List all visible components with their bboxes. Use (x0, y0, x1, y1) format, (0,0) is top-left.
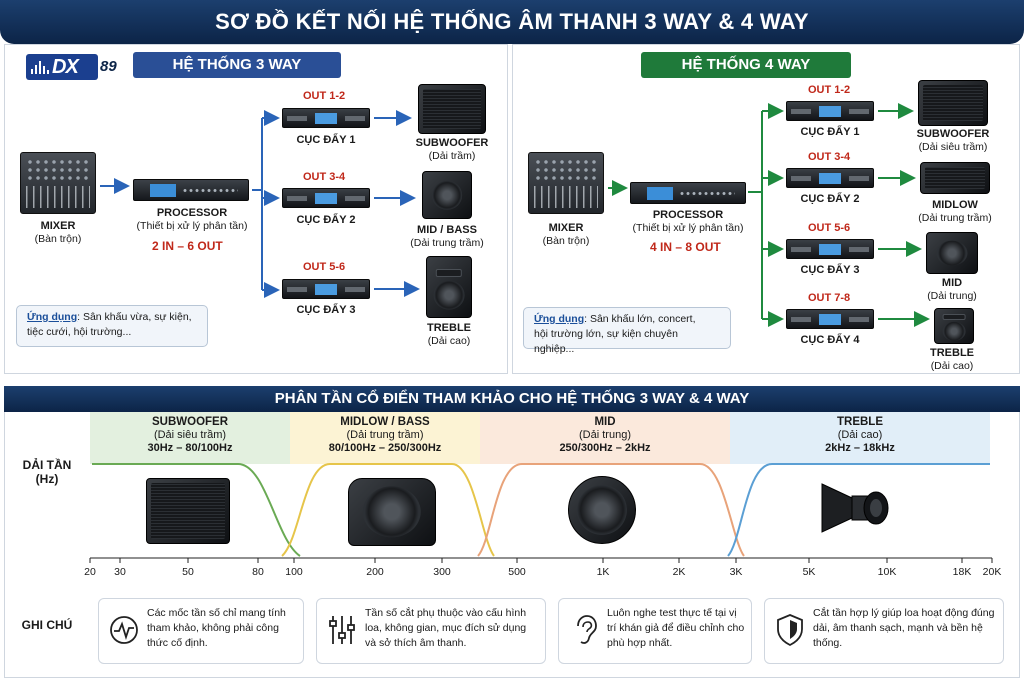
processor-4way (630, 182, 746, 204)
amp-3way-1 (282, 108, 370, 128)
band-treble: TREBLE(Dải cao)2kHz – 18kHz (730, 412, 990, 464)
band-subwoofer: SUBWOOFER(Dải siêu trầm)30Hz – 80/100Hz (90, 412, 290, 464)
speaker-3way-treble-label: TREBLE(Dải cao) (427, 322, 471, 347)
speaker-3way-treble (426, 256, 472, 318)
mixer-3way (20, 152, 96, 214)
amp-4way-1 (786, 101, 874, 121)
band-midlow: MIDLOW / BASS(Dải trung trầm)80/100Hz – … (290, 412, 480, 464)
frequency-row-label: DẢI TẦN(Hz) (22, 458, 72, 486)
band-mid: MID(Dải trung)250/300Hz – 2kHz (480, 412, 730, 464)
note-text-4: Cắt tần hợp lý giúp loa hoạt động đúng d… (813, 607, 995, 649)
logo-bars-icon (31, 60, 53, 74)
amp-3way-3 (282, 279, 370, 299)
horn-driver-icon (821, 483, 889, 533)
axis-tick-label: 50 (182, 566, 194, 578)
amp-4way-4-label: CỤC ĐẨY 4 (800, 334, 860, 346)
axis-tick-label: 2K (672, 566, 686, 578)
note-text-2: Tần số cắt phụ thuộc vào cấu hình loa, k… (365, 607, 527, 649)
axis-tick-label: 18K (952, 566, 972, 578)
amp-3way-3-label: CỤC ĐẨY 3 (296, 304, 356, 316)
speaker-4way-midlow (920, 162, 990, 194)
processor-3way (133, 179, 249, 201)
band-midlow-image (348, 478, 436, 546)
amp-4way-3 (786, 239, 874, 259)
band-treble-image (818, 476, 892, 540)
speaker-4way-mid-label: MID(Dải trung) (927, 277, 977, 302)
shield-icon (777, 614, 803, 647)
note-card-1: Các mốc tần số chỉ mang tính tham khảo, … (98, 598, 304, 664)
amp-4way-3-out: OUT 5-6 (808, 222, 851, 234)
page-title: SƠ ĐỒ KẾT NỐI HỆ THỐNG ÂM THANH 3 WAY & … (0, 0, 1024, 44)
axis-tick-label: 20K (982, 566, 1002, 578)
amp-4way-4 (786, 309, 874, 329)
amp-4way-1-out: OUT 1-2 (808, 84, 851, 96)
logo-text: DX (52, 56, 79, 78)
speaker-3way-midbass-label: MID / BASS(Dải trung trầm) (410, 224, 484, 249)
mixer-3way-label: MIXER(Bàn trộn) (34, 220, 82, 245)
axis-tick-label: 500 (508, 566, 526, 578)
system-3way-title: HỆ THỐNG 3 WAY (133, 52, 341, 78)
note-card-4: Cắt tần hợp lý giúp loa hoạt động đúng d… (764, 598, 1004, 664)
speaker-4way-treble (934, 308, 974, 344)
processor-3way-spec: 2 IN – 6 OUT (152, 239, 223, 253)
note-card-2: Tần số cắt phụ thuộc vào cấu hình loa, k… (316, 598, 546, 664)
amp-4way-2 (786, 168, 874, 188)
axis-tick-label: 20 (84, 566, 96, 578)
logo-mark: DX (26, 54, 98, 80)
speaker-3way-midbass (422, 171, 472, 219)
processor-4way-label: PROCESSOR(Thiết bị xử lý phân tần) (632, 209, 744, 234)
amp-3way-2-out: OUT 3-4 (303, 171, 346, 183)
axis-tick-label: 1K (596, 566, 610, 578)
amp-3way-1-out: OUT 1-2 (303, 90, 346, 102)
logo: DX 89 (26, 54, 126, 80)
ear-icon (577, 615, 597, 644)
axis-tick-label: 10K (877, 566, 897, 578)
system-4way-title: HỆ THỐNG 4 WAY (641, 52, 851, 78)
amp-4way-2-label: CỤC ĐẨY 2 (800, 193, 860, 205)
axis-tick-label: 80 (252, 566, 264, 578)
processor-3way-label: PROCESSOR(Thiết bị xử lý phân tần) (136, 207, 248, 232)
speaker-4way-midlow-label: MIDLOW(Dải trung trầm) (918, 199, 992, 224)
note-text-3: Luôn nghe test thực tế tại vị trí khán g… (607, 607, 745, 649)
mixer-4way-label: MIXER(Bàn trộn) (542, 222, 590, 247)
amp-4way-4-out: OUT 7-8 (808, 292, 851, 304)
speaker-3way-subwoofer-label: SUBWOOFER(Dải trầm) (415, 137, 489, 162)
application-note-4way: Ứng dụng: Sân khấu lớn, concert,hội trườ… (523, 307, 731, 355)
sliders-icon (329, 616, 355, 644)
processor-4way-spec: 4 IN – 8 OUT (650, 240, 721, 254)
amp-4way-1-label: CỤC ĐẨY 1 (800, 126, 860, 138)
amp-3way-2 (282, 188, 370, 208)
amp-3way-3-out: OUT 5-6 (303, 261, 346, 273)
axis-tick-label: 300 (433, 566, 451, 578)
axis-tick-label: 5K (802, 566, 816, 578)
speaker-4way-treble-label: TREBLE(Dải cao) (930, 347, 974, 372)
note-text-1: Các mốc tần số chỉ mang tính tham khảo, … (147, 607, 286, 649)
axis-tick-label: 30 (114, 566, 126, 578)
speaker-4way-mid (926, 232, 978, 274)
axis-tick-label: 3K (729, 566, 743, 578)
speaker-3way-subwoofer (418, 84, 486, 134)
crossover-title: PHÂN TẦN CỔ ĐIỂN THAM KHẢO CHO HỆ THỐNG … (4, 386, 1020, 412)
waveform-icon (110, 616, 138, 644)
amp-3way-2-label: CỤC ĐẨY 2 (296, 214, 356, 226)
speaker-4way-subwoofer-label: SUBWOOFER(Dải siêu trầm) (916, 128, 990, 153)
amp-4way-2-out: OUT 3-4 (808, 151, 851, 163)
amp-3way-1-label: CỤC ĐẨY 1 (296, 134, 356, 146)
axis-tick-label: 200 (366, 566, 384, 578)
notes-label: GHI CHÚ (21, 618, 73, 632)
note-card-3: Luôn nghe test thực tế tại vị trí khán g… (558, 598, 752, 664)
application-note-3way: Ứng dụng: Sân khấu vừa, sự kiện,tiệc cướ… (16, 305, 208, 347)
band-subwoofer-image (146, 478, 230, 544)
band-mid-image (568, 476, 636, 544)
logo-number: 89 (100, 58, 117, 75)
speaker-4way-subwoofer (918, 80, 988, 126)
amp-4way-3-label: CỤC ĐẨY 3 (800, 264, 860, 276)
mixer-4way (528, 152, 604, 214)
axis-tick-label: 100 (285, 566, 303, 578)
